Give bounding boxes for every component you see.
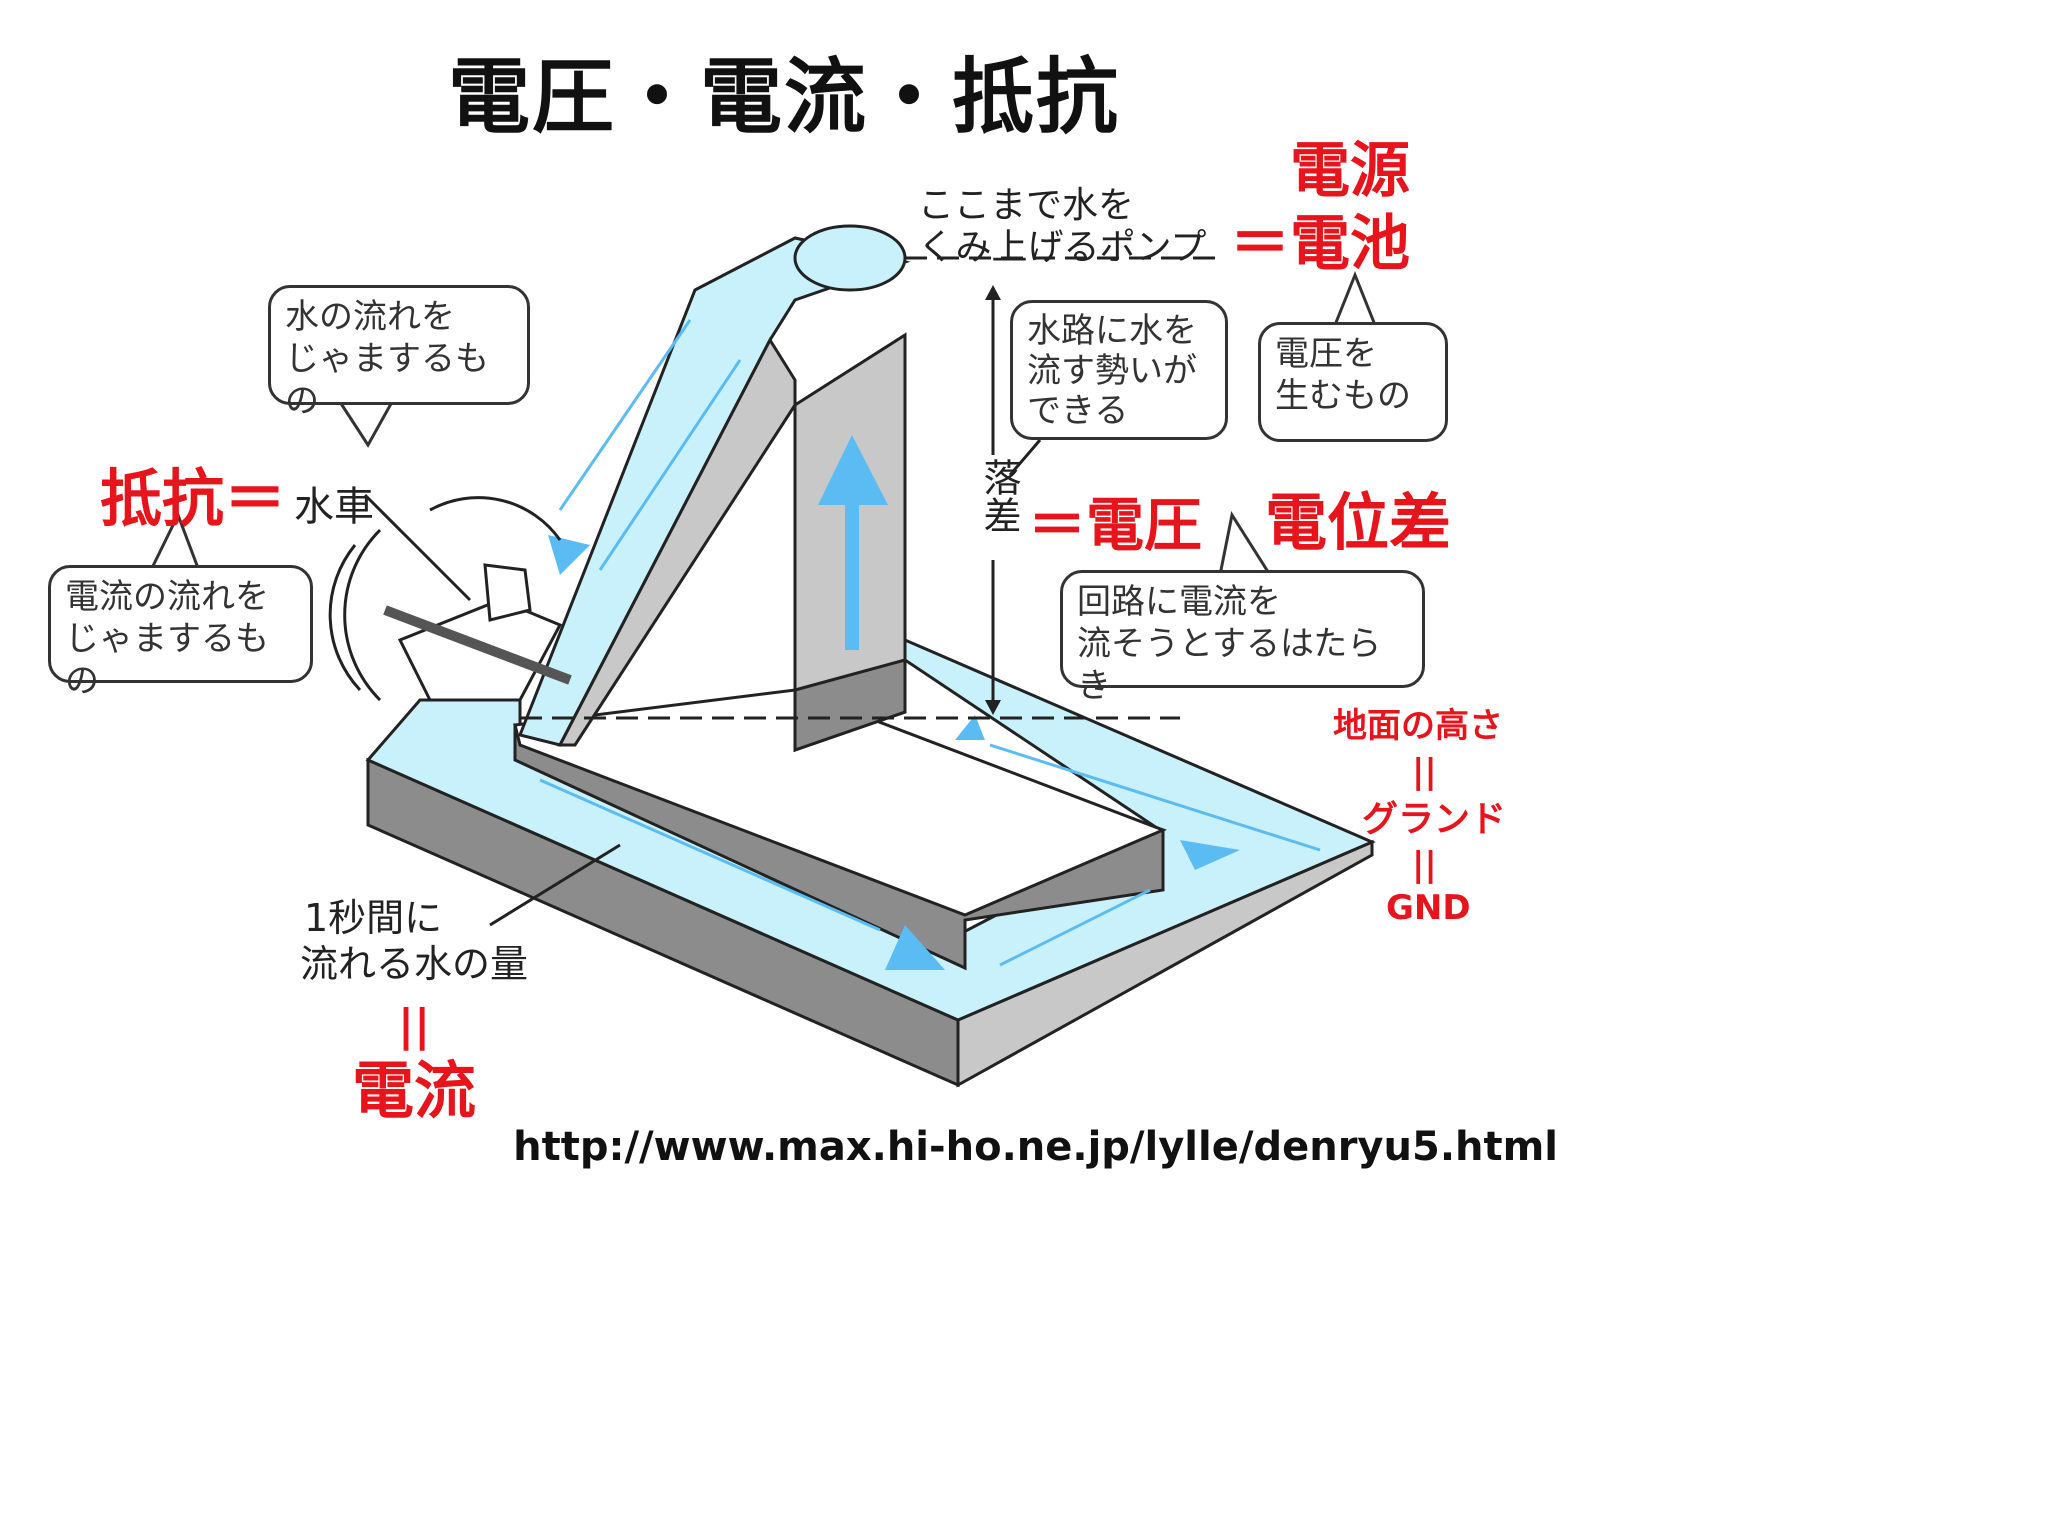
wheel-bubble: 水の流れを じゃまするもの	[268, 285, 530, 421]
current-label: 電流	[352, 1054, 477, 1127]
ground-height-label: 地面の高さ	[1333, 706, 1503, 746]
ground-label: グランド	[1362, 799, 1507, 840]
pump-caption: ここまで水を くみ上げるポンプ	[918, 185, 1206, 269]
water-wheel-label: 水車	[294, 484, 375, 530]
voltage-source-bubble-line1: 電圧を	[1275, 334, 1377, 374]
pump-column-front	[793, 658, 907, 753]
slope-flow-arrow	[548, 535, 590, 575]
head-label: 落差	[977, 458, 1021, 534]
current-caption-line2: 流れる水の量	[300, 942, 529, 986]
resistance-bubble-line1: 電流の流れを	[65, 577, 269, 617]
pump-caption-line2: くみ上げるポンプ	[918, 227, 1207, 268]
wheel-bubble-line2: じゃまするもの	[285, 339, 489, 421]
current-separator: ||	[398, 1000, 431, 1051]
water-circuit-illustration	[149, 224, 1378, 1088]
flow-arrow-right	[1180, 840, 1240, 870]
pump-bubble-tail	[1332, 270, 1378, 327]
potential-bubble-line1: 回路に電流を	[1077, 582, 1281, 622]
voltage-label: ＝電圧	[1028, 491, 1203, 559]
slope-channel-wall	[557, 336, 797, 747]
head-bubble-line1: 水路に水を	[1027, 311, 1197, 351]
resistance-eq: 抵抗＝	[100, 462, 287, 535]
pump-caption-line1: ここまで水を	[918, 185, 1135, 226]
power-source-label: 電源	[1290, 136, 1410, 206]
pump-arrow-shaft	[845, 495, 859, 650]
flow-arrow-bottom	[885, 925, 945, 970]
current-caption-line1: 1秒間に	[304, 896, 443, 940]
potential-bubble: 回路に電流を 流そうとするはたらき	[1060, 570, 1425, 706]
wheel-bubble-line1: 水の流れを	[285, 297, 455, 337]
potential-difference-label: 電位差	[1265, 486, 1452, 559]
flow-arrow-return	[955, 715, 985, 740]
pump-top	[793, 224, 907, 292]
channel-inner-wall-top	[513, 688, 1167, 917]
ground-separator-2: ||	[1412, 845, 1437, 885]
potential-bubble-line2: 流そうとするはたらき	[1077, 624, 1382, 706]
water-wheel	[328, 496, 572, 702]
wheel-pointer	[363, 493, 472, 602]
head-bubble-line2: 流す勢いが	[1027, 351, 1197, 391]
head-bubble-line3: できる	[1027, 391, 1129, 431]
voltage-source-bubble: 電圧を 生むもの	[1258, 322, 1448, 442]
head-bubble-pointer	[1008, 439, 1042, 476]
page-title: 電圧・電流・抵抗	[447, 50, 1120, 145]
current-caption: 1秒間に 流れる水の量	[300, 895, 528, 987]
head-bubble: 水路に水を 流す勢いが できる	[1010, 300, 1228, 440]
potential-bubble-tail	[1218, 511, 1273, 577]
battery-label: ＝電池	[1230, 209, 1410, 279]
current-pointer	[489, 843, 621, 927]
resistance-bubble-line2: じゃまするもの	[65, 619, 269, 701]
resistance-bubble: 電流の流れを じゃまするもの	[48, 565, 313, 701]
voltage-source-bubble-line2: 生むもの	[1275, 376, 1411, 416]
source-url: http://www.max.hi-ho.ne.jp/lylle/denryu5…	[513, 1124, 1558, 1170]
gnd-label: GND	[1386, 888, 1471, 928]
resistance-label: 抵抗＝水車	[100, 448, 374, 538]
pump-arrow-head	[818, 435, 888, 505]
ground-separator-1: ||	[1412, 752, 1437, 792]
diagram-canvas: 電圧・電流・抵抗	[48, 50, 1558, 1170]
